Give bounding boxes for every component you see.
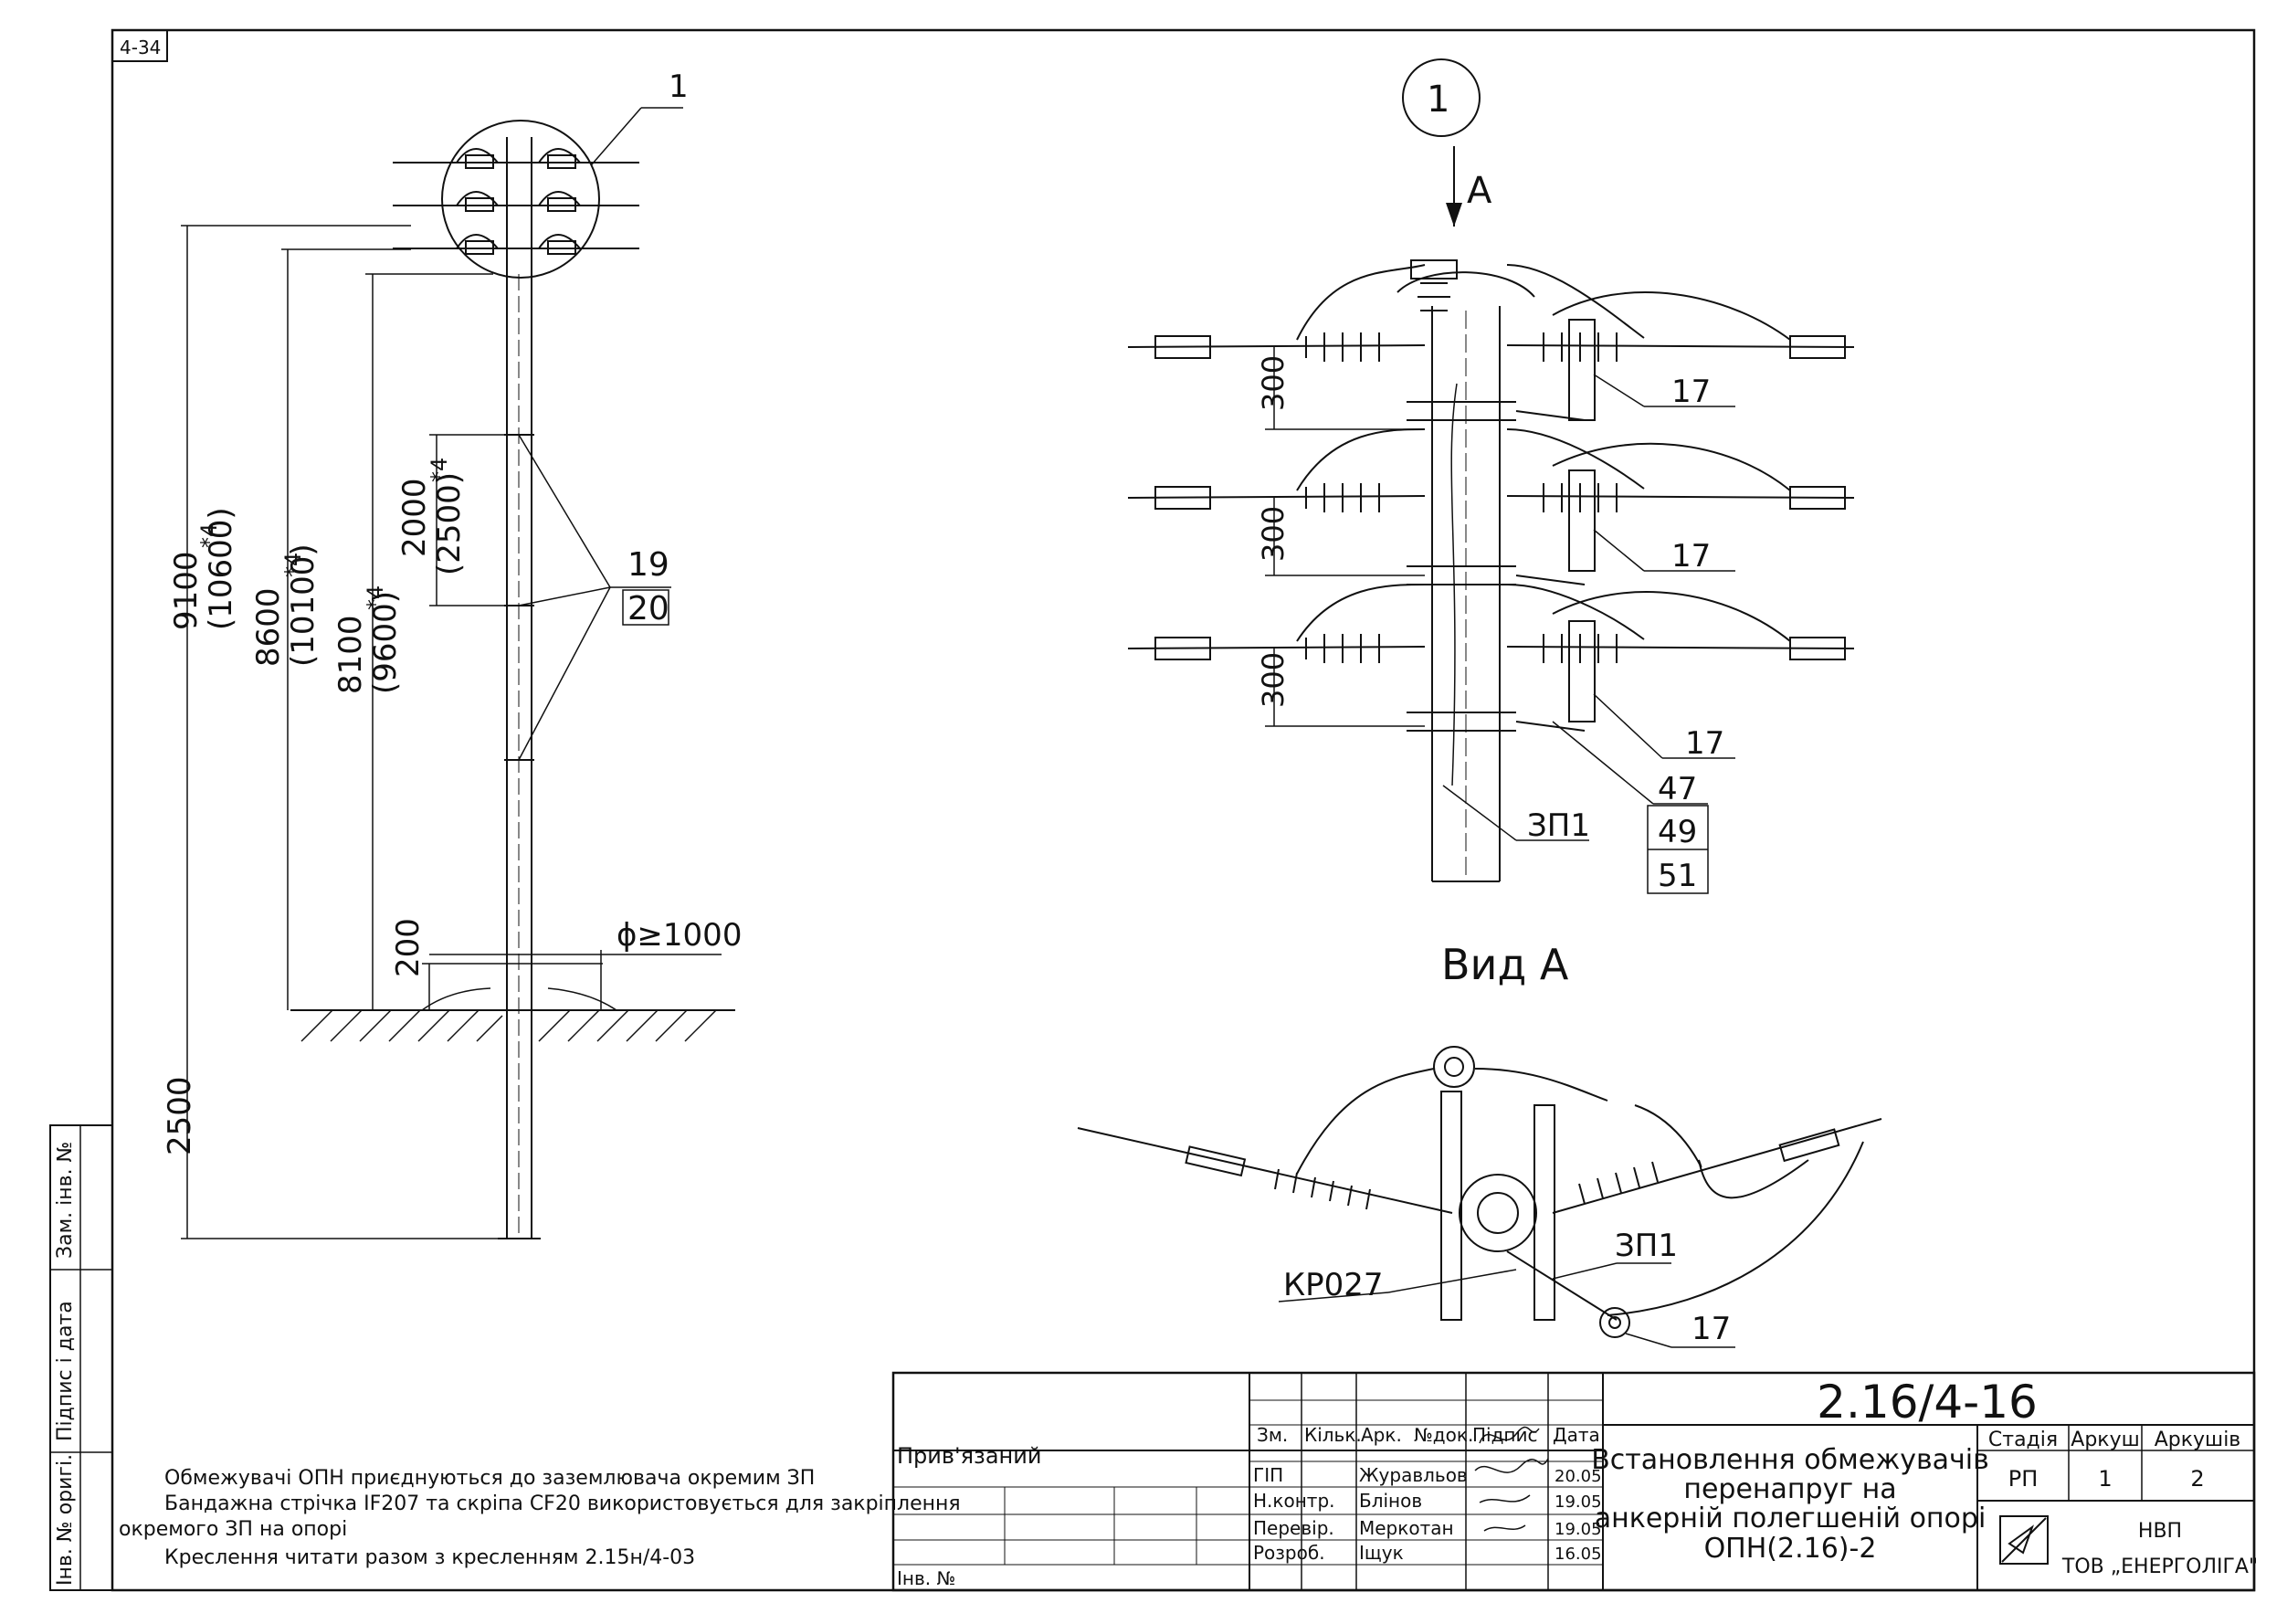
title-line-1: Встановлення обмежувачів bbox=[1591, 1444, 1989, 1476]
ref-zp1: ЗП1 bbox=[1527, 807, 1590, 844]
note-line-3: окремого ЗП на опорі bbox=[119, 1518, 347, 1541]
ref-zp1-plan: ЗП1 bbox=[1615, 1228, 1678, 1264]
dim-9100: 9100 bbox=[168, 551, 205, 630]
drawing-number: 2.16/4-16 bbox=[1817, 1376, 2038, 1429]
ref-19: 19 bbox=[627, 546, 669, 584]
sig-role-0: ГІП bbox=[1253, 1464, 1283, 1486]
sig-header-qty: Кільк. bbox=[1304, 1424, 1362, 1446]
side-stamp: Зам. інв. № Підпис і дата Інв. № оригі. bbox=[49, 1124, 113, 1591]
sig-header-signature: Підпис bbox=[1472, 1424, 1538, 1446]
ref-kp027: КР027 bbox=[1283, 1267, 1384, 1303]
sheet-frame bbox=[111, 28, 2256, 1592]
pole-elevation-view: 19 20 1 bbox=[162, 69, 742, 1239]
side-label-signature-date: Підпис і дата bbox=[54, 1301, 77, 1441]
dim-2000: 2000 bbox=[396, 478, 433, 557]
sig-date-2: 19.05 bbox=[1555, 1520, 1602, 1539]
callout-1-pole: 1 bbox=[669, 69, 689, 105]
note-line-2: Бандажна стрічка IF207 та скріпа CF20 ви… bbox=[164, 1492, 961, 1515]
sig-header-zm: Зм. bbox=[1257, 1424, 1288, 1446]
sheet-value: 1 bbox=[2098, 1466, 2112, 1492]
stage-value: РП bbox=[2008, 1466, 2039, 1492]
sheets-value: 2 bbox=[2190, 1466, 2204, 1492]
ref-17-c: 17 bbox=[1685, 725, 1724, 762]
sig-name-3: Іщук bbox=[1359, 1542, 1404, 1564]
dim-diameter: ϕ≥1000 bbox=[617, 917, 742, 954]
bound-label: Прив'язаний bbox=[897, 1443, 1041, 1469]
sheets-header: Аркушів bbox=[2155, 1429, 2241, 1451]
sig-date-0: 20.05 bbox=[1555, 1467, 1602, 1486]
corner-box bbox=[111, 29, 168, 62]
sig-header-doc: №док. bbox=[1414, 1424, 1473, 1446]
ref-17-a: 17 bbox=[1671, 374, 1711, 410]
dim-10100: (10100) bbox=[285, 543, 321, 667]
dim-8600-star: *4 bbox=[280, 553, 306, 577]
sig-role-1: Н.контр. bbox=[1253, 1490, 1335, 1512]
dim-300-1: 300 bbox=[1256, 355, 1291, 411]
title-block bbox=[891, 1371, 2256, 1592]
sig-name-1: Блінов bbox=[1359, 1490, 1422, 1512]
ref-47: 47 bbox=[1658, 771, 1697, 807]
sig-date-1: 19.05 bbox=[1555, 1492, 1602, 1512]
note-line-4: Креслення читати разом з кресленням 2.15… bbox=[164, 1546, 695, 1569]
sheet-header: Аркуш bbox=[2071, 1429, 2139, 1451]
dim-300-3: 300 bbox=[1256, 652, 1291, 708]
stage-header: Стадія bbox=[1988, 1429, 2058, 1451]
dim-2000-star: *4 bbox=[427, 458, 452, 482]
view-title-a: Вид А bbox=[1441, 940, 1569, 989]
side-label-replaced-inv: Зам. інв. № bbox=[54, 1142, 77, 1260]
corner-code: 4-34 bbox=[120, 37, 161, 58]
plan-view-a: КР027 ЗП1 17 bbox=[1077, 1046, 1882, 1348]
side-label-original-inv: Інв. № оригі. bbox=[54, 1454, 77, 1586]
dim-8100: 8100 bbox=[332, 615, 369, 694]
note-line-1: Обмежувачі ОПН приєднуються до заземлюва… bbox=[164, 1467, 815, 1490]
detail-view: 1 А bbox=[1127, 58, 1855, 989]
ref-49: 49 bbox=[1658, 814, 1697, 850]
title-line-4: ОПН(2.16)-2 bbox=[1704, 1533, 1877, 1565]
title-line-3: анкерній полегшеній опорі bbox=[1595, 1503, 1987, 1534]
sig-name-0: Журавльов bbox=[1359, 1464, 1468, 1486]
sig-date-3: 16.05 bbox=[1555, 1545, 1602, 1564]
ref-17-plan: 17 bbox=[1692, 1311, 1731, 1347]
dim-200: 200 bbox=[390, 918, 427, 977]
dim-9100-star: *4 bbox=[196, 523, 222, 548]
sig-role-3: Розроб. bbox=[1253, 1542, 1325, 1564]
ref-51: 51 bbox=[1658, 858, 1697, 894]
dim-9600: (9600) bbox=[367, 591, 404, 694]
company-line-1: НВП bbox=[2138, 1520, 2182, 1543]
dim-2500b: (2500) bbox=[431, 472, 468, 575]
ref-20: 20 bbox=[627, 590, 669, 627]
title-line-2: перенапруг на bbox=[1683, 1473, 1896, 1505]
dim-8600: 8600 bbox=[250, 587, 287, 667]
dim-8100-star: *4 bbox=[363, 585, 388, 610]
ref-17-b: 17 bbox=[1671, 538, 1711, 575]
dim-2500: 2500 bbox=[162, 1076, 198, 1155]
arrow-label-a: А bbox=[1467, 170, 1492, 212]
company-line-2: ТОВ „ЕНЕРГОЛІГА" bbox=[2061, 1555, 2258, 1578]
sig-name-2: Меркотан bbox=[1359, 1517, 1454, 1539]
sig-header-sheet: Арк. bbox=[1361, 1424, 1402, 1446]
dim-300-2: 300 bbox=[1256, 506, 1291, 562]
inv-label: Інв. № bbox=[897, 1567, 955, 1589]
sig-role-2: Перевір. bbox=[1253, 1517, 1334, 1539]
callout-1-detail: 1 bbox=[1427, 79, 1449, 121]
detail-circle bbox=[441, 120, 600, 279]
sig-header-date: Дата bbox=[1553, 1424, 1600, 1446]
dim-10600: (10600) bbox=[203, 507, 239, 630]
